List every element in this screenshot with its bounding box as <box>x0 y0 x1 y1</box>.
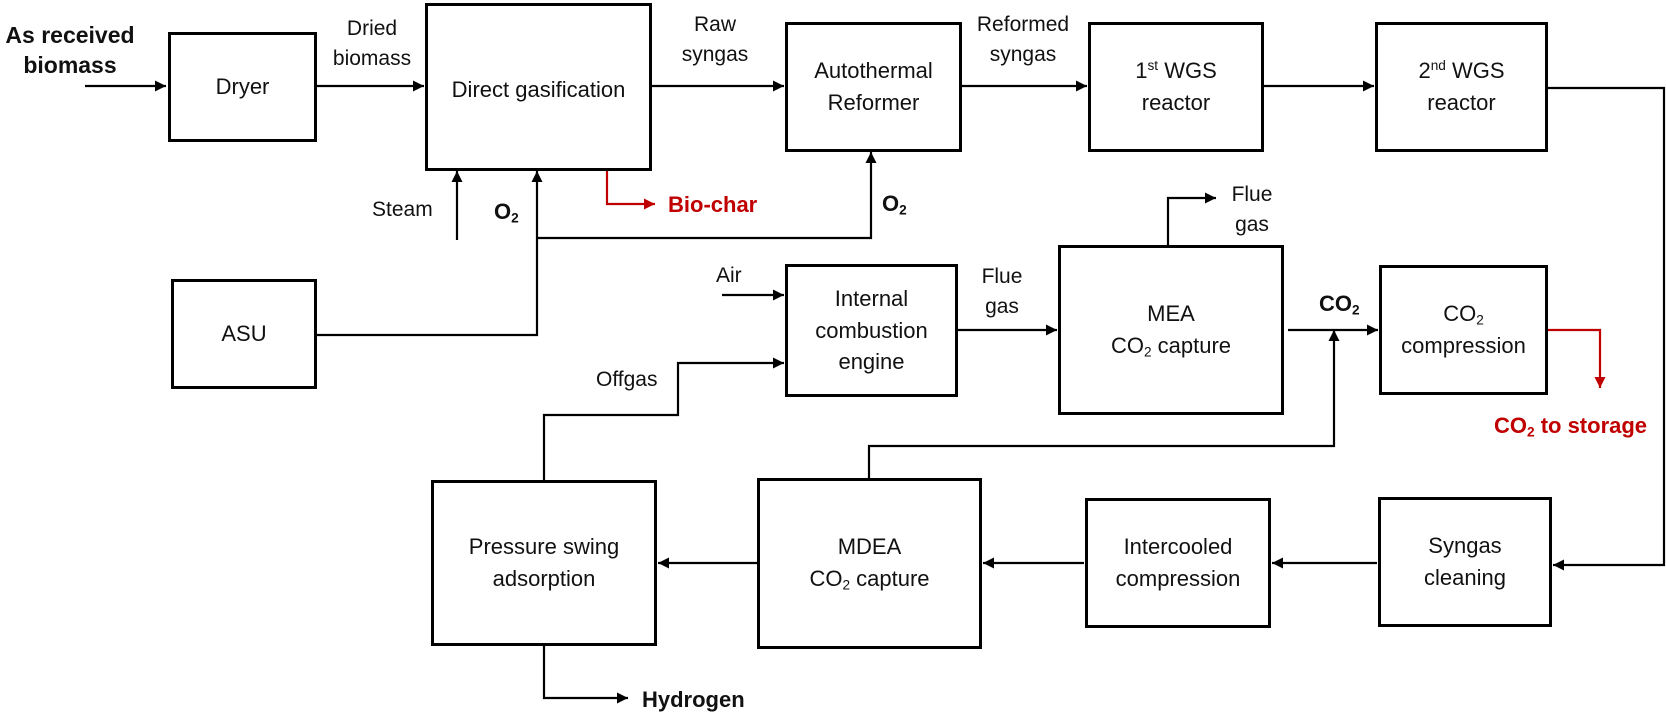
internal-combustion-engine-box: Internal combustion engine <box>785 264 958 397</box>
mea-co2-capture-box: MEA CO2 capture <box>1058 245 1284 415</box>
bio-char-label: Bio-char <box>668 192 758 217</box>
wgs2-reactor-box: 2nd WGS reactor <box>1375 22 1548 152</box>
wgs1-label-line1: 1st WGS <box>1135 57 1217 84</box>
dryer-box: Dryer <box>168 32 317 142</box>
intercooled-compression-box: Intercooled compression <box>1085 498 1271 628</box>
mea-label-line2: CO2 capture <box>1110 332 1232 360</box>
arrow-psa-hydrogen <box>542 646 628 704</box>
dryer-label: Dryer <box>215 74 270 100</box>
mdea-label-line1: MDEA <box>837 534 902 560</box>
arrow-offgas-to-engine <box>542 357 784 480</box>
arrow-mea-flue-gas <box>1166 192 1216 247</box>
arrow-o2-to-reformer <box>537 152 877 240</box>
hydrogen-label: Hydrogen <box>642 687 745 712</box>
reformer-label-line2: Reformer <box>827 90 920 115</box>
psa-label-line2: adsorption <box>492 566 596 591</box>
syngas-cleaning-box: Syngas cleaning <box>1378 497 1552 627</box>
asu-label: ASU <box>221 321 267 347</box>
ice-label-line1: Internal <box>834 285 909 311</box>
arrow-wgs2-to-cleaning <box>1548 86 1666 571</box>
co2-compression-label-line2: compression <box>1401 333 1526 359</box>
arrow-biochar-out <box>605 171 655 210</box>
offgas-label: Offgas <box>596 368 658 391</box>
ice-label-line2: combustion <box>815 317 928 343</box>
reformer-label-line1: Autothermal <box>814 58 933 84</box>
psa-label-line1: Pressure swing <box>468 534 620 560</box>
arrow-mdea-co2-up <box>867 330 1340 478</box>
intercooled-label-line1: Intercooled <box>1123 534 1233 560</box>
ice-label-line3: engine <box>838 349 905 375</box>
mdea-label-line2: CO2 capture <box>809 566 930 593</box>
direct-gasification-label: Direct gasification <box>451 77 626 102</box>
wgs1-label-line2: reactor <box>1141 90 1211 115</box>
pressure-swing-adsorption-box: Pressure swing adsorption <box>431 480 657 646</box>
arrow-co2-to-storage <box>1548 328 1606 388</box>
mea-label-line1: MEA <box>1147 300 1195 326</box>
wgs1-reactor-box: 1st WGS reactor <box>1088 22 1264 152</box>
cleaning-label-line2: cleaning <box>1424 565 1506 590</box>
wgs2-label-line1: 2nd WGS <box>1418 57 1505 84</box>
steam-label: Steam <box>372 198 433 221</box>
co2-compression-label-line1: CO2 <box>1443 300 1484 328</box>
direct-gasification-box: Direct gasification <box>425 3 652 171</box>
line-asu-o2 <box>317 238 539 337</box>
o2-gasifier-label: O2 <box>494 199 519 226</box>
o2-reformer-label: O2 <box>882 191 907 218</box>
mdea-co2-capture-box: MDEA CO2 capture <box>757 478 982 649</box>
co2-compression-box: CO2 compression <box>1379 265 1548 395</box>
wgs2-label-line2: reactor <box>1427 90 1496 115</box>
air-label: Air <box>716 264 742 287</box>
cleaning-label-line1: Syngas <box>1428 533 1502 559</box>
co2-to-storage-label: CO2 to storage <box>1494 413 1648 440</box>
co2-stream-label: CO2 <box>1319 291 1360 318</box>
asu-box: ASU <box>171 279 317 389</box>
intercooled-label-line2: compression <box>1115 566 1241 591</box>
